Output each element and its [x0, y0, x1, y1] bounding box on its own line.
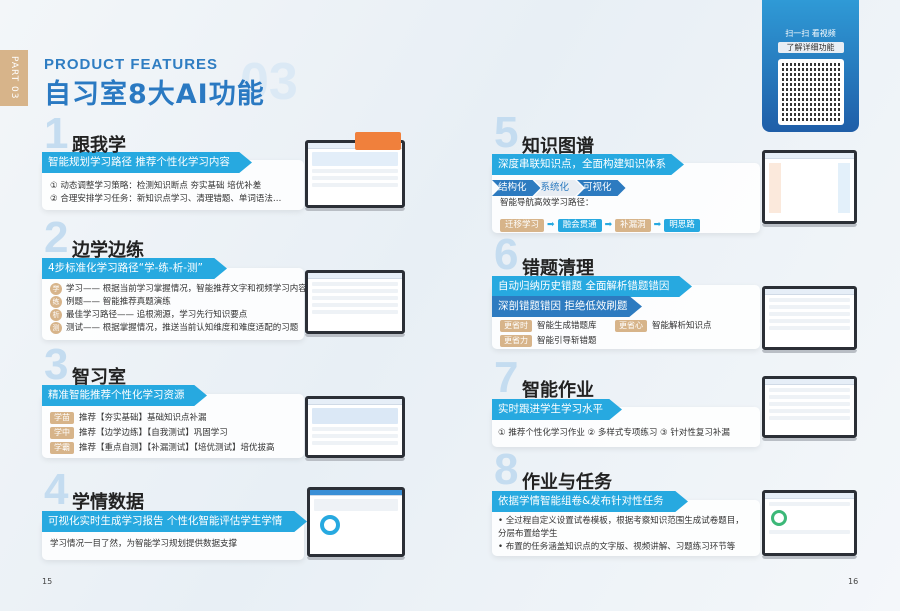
chevron-structured: 结构化	[492, 180, 541, 196]
analyze-icon: 析	[50, 309, 62, 321]
path-step: 迁移学习	[500, 219, 545, 232]
subtitle: PRODUCT FEATURES	[44, 56, 219, 73]
section-6-band-2: 深剖错题错因 拒绝低效刷题	[492, 296, 642, 317]
screenshot-homework-tasks	[762, 490, 857, 559]
feature-line: 推荐【边学边练】【自我测试】巩固学习	[79, 428, 228, 438]
section-6-band: 自动归纳历史错题 全面解析错题错因	[492, 276, 692, 297]
section-5-title: 知识图谱	[522, 136, 594, 157]
level-tag: 学苗	[50, 412, 74, 424]
section-6-title: 错题清理	[522, 258, 594, 279]
section-5-number: 5	[494, 108, 519, 157]
path-step: 融会贯通	[557, 219, 602, 232]
section-3-title: 智习室	[72, 367, 126, 388]
section-8-band: 依据学情智能组卷&发布针对性任务	[492, 491, 688, 512]
feature-line: • 布置的任务涵盖知识点的文字版、视频讲解、习题练习环节等	[498, 542, 736, 552]
arrow-right-icon: ➡	[547, 220, 555, 230]
screenshot-knowledge-graph	[762, 150, 857, 227]
details-button[interactable]: 了解详细功能	[777, 42, 844, 53]
feature-line: 推荐【夯实基础】基础知识点补漏	[79, 413, 207, 423]
section-8-number: 8	[494, 445, 519, 494]
screenshot-learn-practice	[305, 270, 405, 337]
feature-line: 最佳学习路径—— 追根溯源，学习先行知识要点	[66, 310, 248, 320]
level-tag: 学中	[50, 427, 74, 439]
chevron-visual: 可视化	[577, 180, 626, 196]
benefit-tag: 更省时	[500, 320, 532, 332]
section-3-band: 精准智能推荐个性化学习资源	[42, 385, 207, 406]
qr-code[interactable]	[777, 59, 844, 125]
feature-line: 学习—— 根据当前学习掌握情况，智能推荐文字和视频学习内容	[66, 284, 307, 294]
feature-line: 学习情况一目了然，为智能学习规划提供数据支撑	[50, 539, 238, 549]
section-1-number: 1	[44, 109, 69, 158]
path-step: 明思路	[664, 219, 700, 232]
section-2-band: 4步标准化学习路径“学-练-析-测”	[42, 258, 227, 279]
page-number-right: 16	[848, 577, 859, 586]
feature-line: 推荐【重点自测】【补漏测试】【培优测试】培优拔高	[79, 443, 275, 453]
screenshot-follow-learn	[305, 140, 405, 211]
page-title: 自习室8大AI功能	[44, 79, 265, 110]
feature-line: 智能引导斩错题	[537, 336, 597, 346]
part-label: PART 03	[0, 50, 28, 106]
section-7-number: 7	[494, 353, 519, 402]
test-icon: 测	[50, 322, 62, 334]
page-number-left: 15	[42, 577, 53, 586]
section-1-title: 跟我学	[72, 135, 126, 156]
feature-line: 智能解析知识点	[652, 321, 712, 331]
feature-line: 分层布置给学生	[498, 529, 558, 539]
level-tag: 学霸	[50, 442, 74, 454]
section-3-number: 3	[44, 340, 69, 389]
section-5-band: 深度串联知识点，全面构建知识体系	[492, 154, 684, 175]
chevron-systematic: 系统化	[535, 180, 584, 196]
screenshot-smart-homework	[762, 376, 857, 441]
ghost-number: 03	[240, 53, 298, 111]
benefit-tag: 更省力	[500, 335, 532, 347]
screenshot-study-room	[305, 396, 405, 461]
qr-panel: 扫一扫 看视频 了解详细功能	[762, 0, 859, 132]
practice-icon: 练	[50, 296, 62, 308]
feature-line: ② 合理安排学习任务：新知识点学习、清理错题、单词语法…	[50, 194, 282, 204]
path-label: 智能导航高效学习路径：	[500, 198, 594, 208]
feature-line: ① 推荐个性化学习作业 ② 多样式专项练习 ③ 针对性复习补漏	[498, 428, 730, 438]
feature-line: 例题—— 智能推荐真题演练	[66, 297, 171, 307]
section-7-band: 实时跟进学生学习水平	[492, 399, 622, 420]
section-1-band: 智能规划学习路径 推荐个性化学习内容	[42, 152, 252, 173]
section-4-title: 学情数据	[72, 492, 144, 513]
feature-line: 智能生成错题库	[537, 321, 597, 331]
screenshot-error-cleanup	[762, 286, 857, 353]
screenshot-learning-data	[307, 487, 405, 560]
benefit-tag: 更省心	[615, 320, 647, 332]
feature-line: • 全过程自定义设置试卷模板，根据考察知识范围生成试卷题目，	[498, 516, 744, 526]
learn-icon: 学	[50, 283, 62, 295]
feature-line: 测试—— 根据掌握情况，推送当前认知维度和难度适配的习题	[66, 323, 299, 333]
section-4-band: 可视化实时生成学习报告 个性化智能评估学生学情	[42, 511, 307, 532]
qr-caption: 扫一扫 看视频	[785, 29, 836, 38]
path-step: 补漏洞	[615, 219, 651, 232]
arrow-right-icon: ➡	[653, 220, 662, 230]
section-2-number: 2	[44, 213, 69, 262]
arrow-right-icon: ➡	[604, 220, 613, 230]
section-4-number: 4	[44, 465, 69, 514]
section-8-title: 作业与任务	[522, 472, 612, 493]
section-6-number: 6	[494, 230, 519, 279]
callout-badge	[355, 132, 401, 150]
section-7-title: 智能作业	[522, 380, 594, 401]
section-2-title: 边学边练	[72, 240, 144, 261]
feature-line: ① 动态调整学习策略：检测知识断点 夯实基础 培优补差	[50, 181, 262, 191]
